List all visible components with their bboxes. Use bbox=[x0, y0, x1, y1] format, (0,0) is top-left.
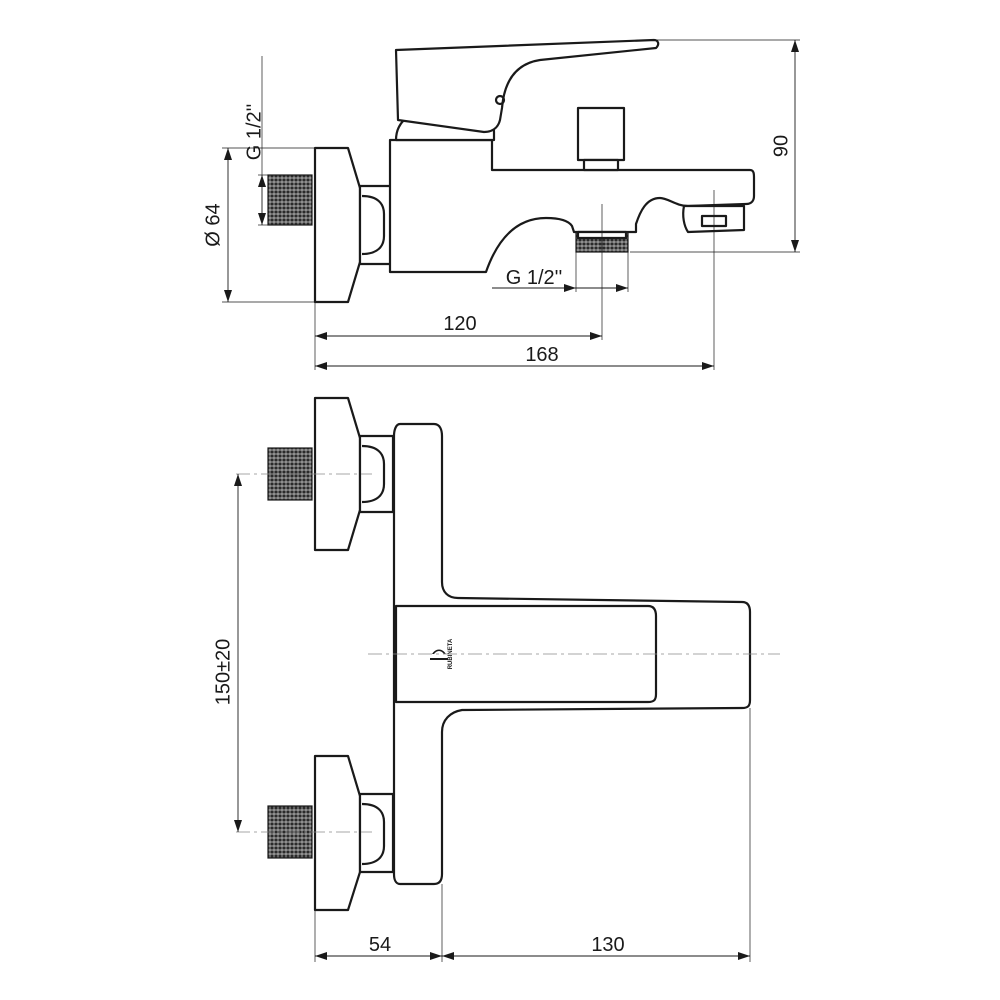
side-diverter-knob bbox=[576, 106, 626, 162]
side-wall-flange bbox=[313, 146, 362, 304]
side-inlet-thread bbox=[267, 174, 313, 226]
dim-outlet-thread: G 1/2'' bbox=[506, 267, 563, 289]
front-dimension-lines bbox=[234, 474, 751, 962]
dim-inlet-spacing: 150±20 bbox=[212, 639, 234, 706]
side-eccentric-nut bbox=[358, 184, 395, 266]
front-center-lines bbox=[236, 473, 780, 833]
side-mixer-body bbox=[388, 138, 756, 274]
side-view: G 1/2'' Ø 64 90 G 1/2'' 120 168 bbox=[202, 38, 800, 370]
side-dimension-lines bbox=[222, 39, 800, 370]
front-view: RUBINETA 150±20 54 130 bbox=[212, 396, 780, 962]
dim-inlet-thread: G 1/2'' bbox=[243, 104, 265, 161]
dim-flange-diameter: Ø 64 bbox=[202, 203, 224, 246]
dim-outlet-offset: 120 bbox=[443, 313, 476, 335]
dim-wall-to-body: 54 bbox=[369, 934, 391, 956]
dim-spout-projection: 130 bbox=[591, 934, 624, 956]
side-lever-handle bbox=[394, 38, 660, 134]
brand-logo-icon bbox=[430, 649, 448, 660]
dim-total-depth: 168 bbox=[525, 344, 558, 366]
dim-height: 90 bbox=[770, 135, 792, 157]
front-lower-flange bbox=[313, 754, 362, 912]
